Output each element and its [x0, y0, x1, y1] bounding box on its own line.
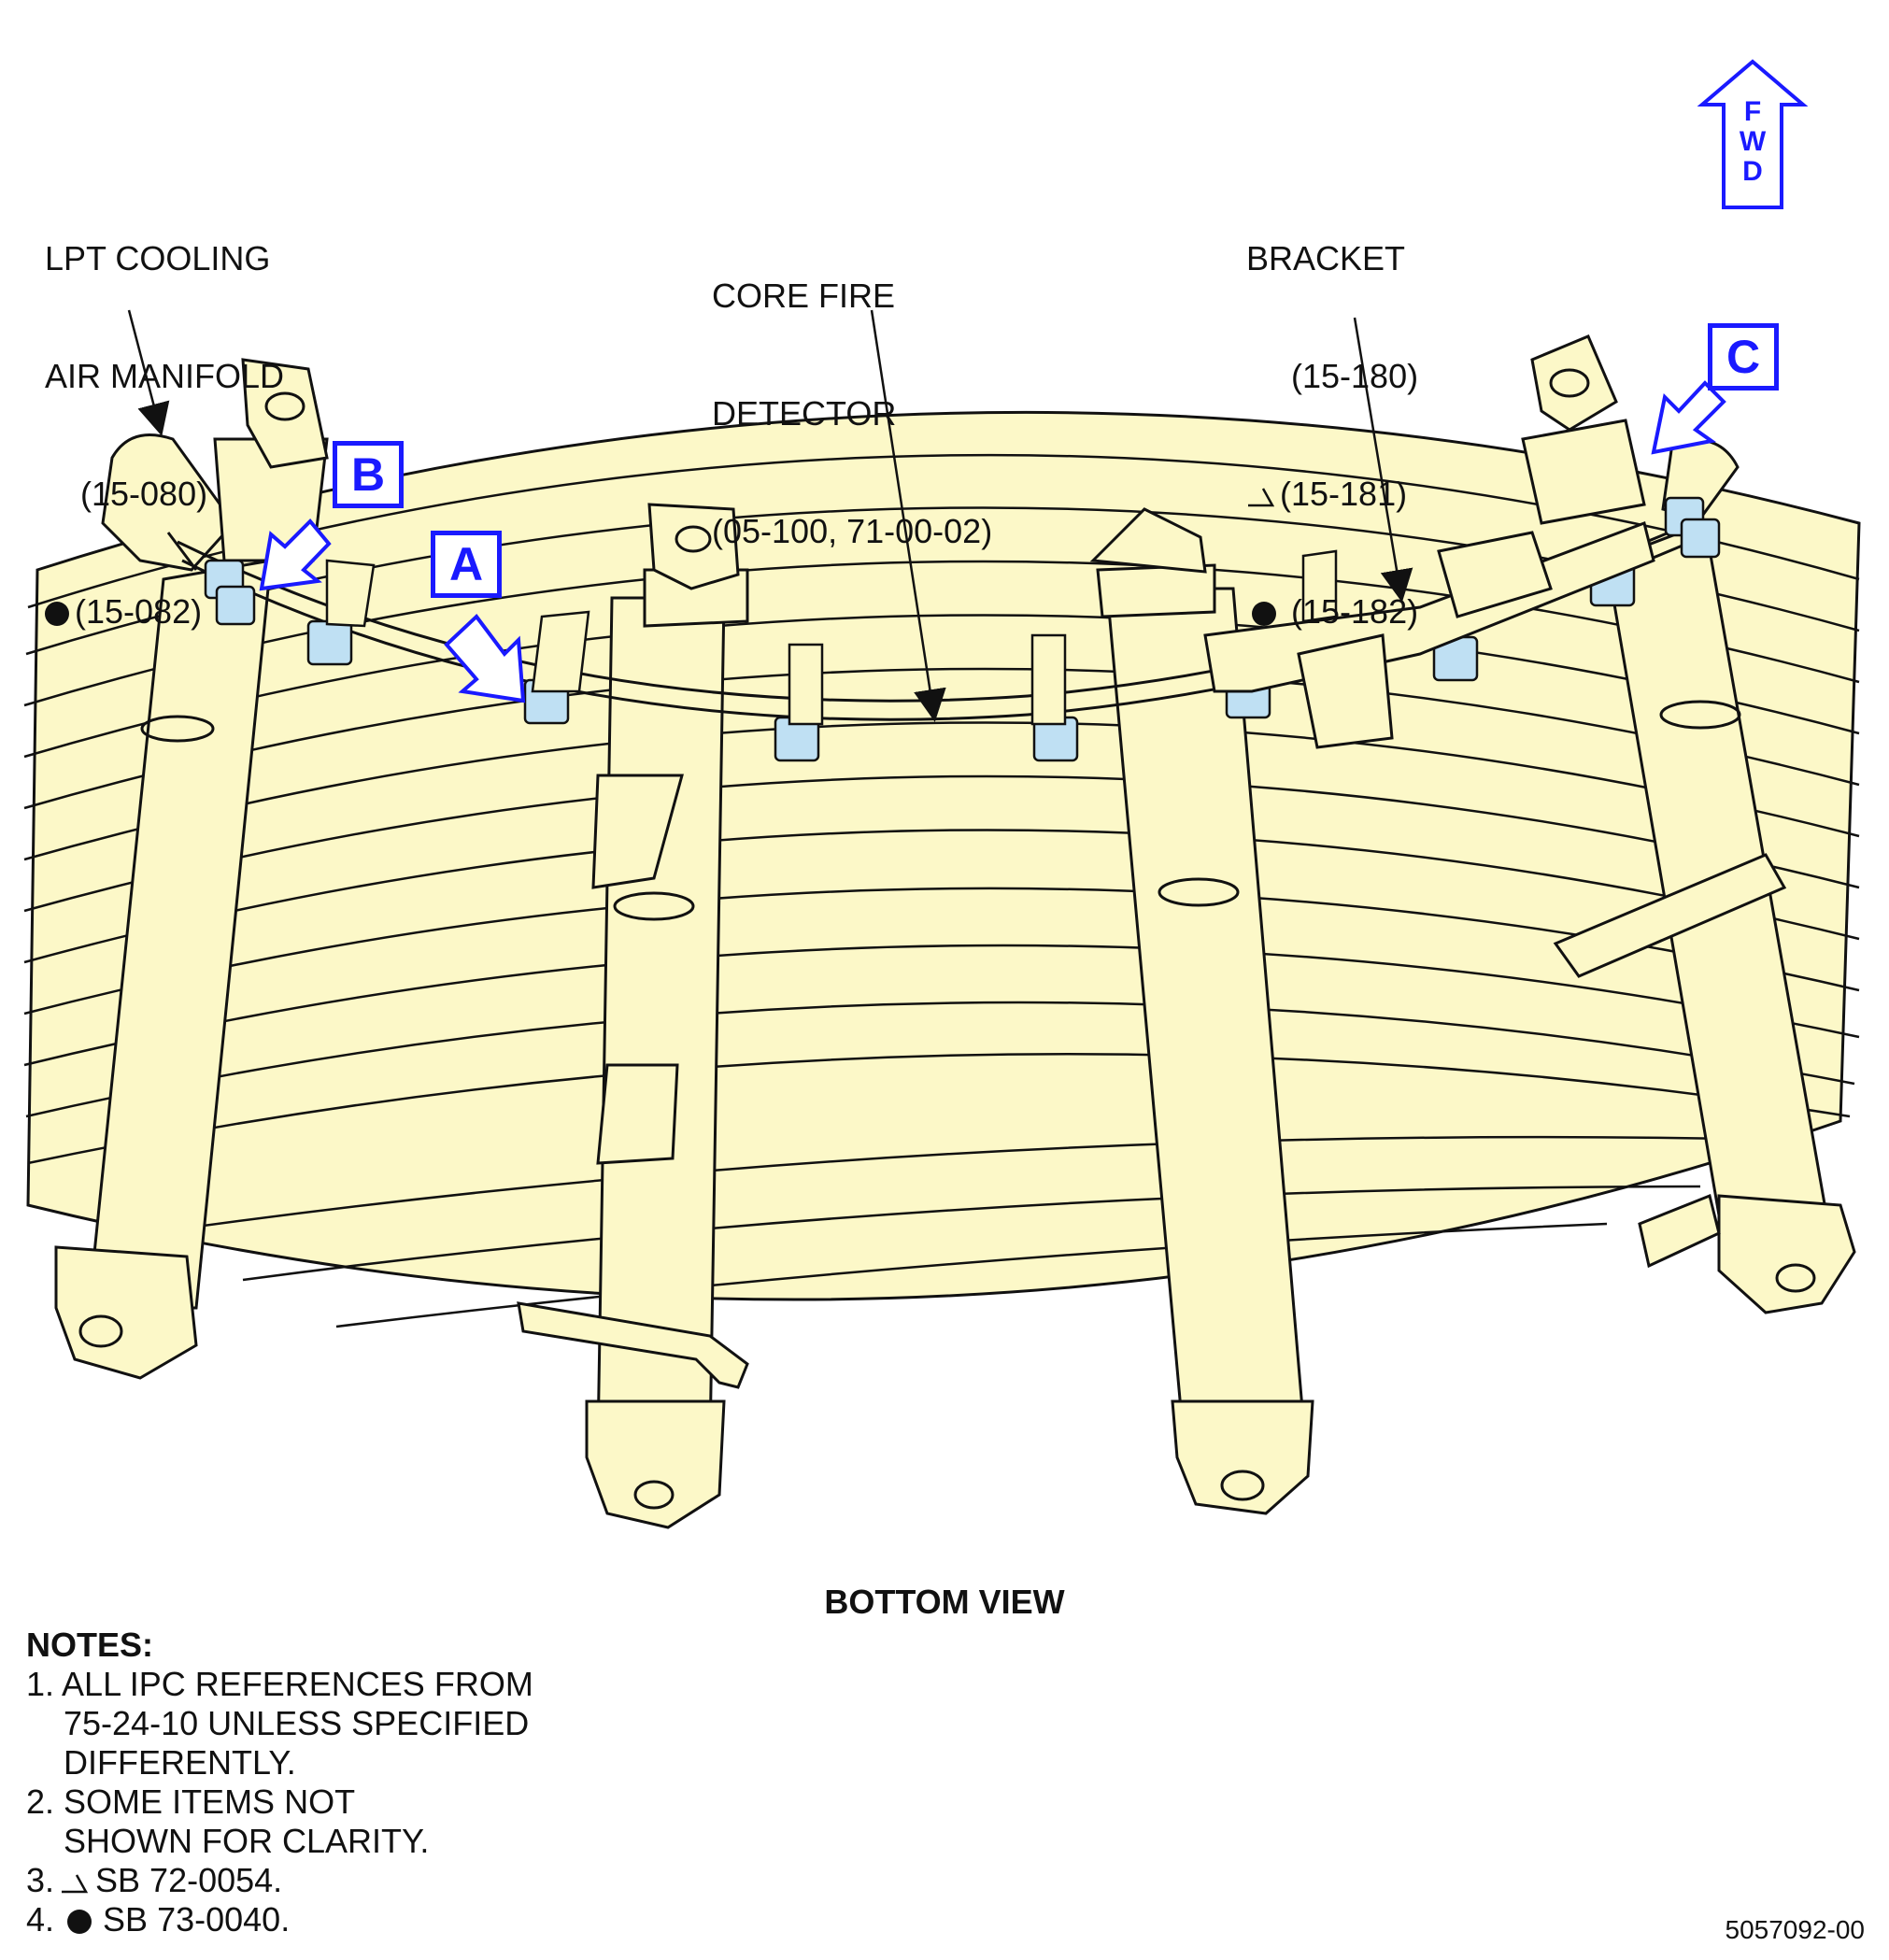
fwd-letter-f: F: [1743, 96, 1762, 127]
ref-number: (15-181): [1280, 475, 1408, 513]
note-text: SHOWN FOR CLARITY.: [64, 1822, 430, 1860]
label-line: DETECTOR: [712, 394, 897, 433]
note-number: 2.: [26, 1782, 55, 1821]
label-lpt-manifold: LPT COOLING AIR MANIFOLD (15-080) (15-08…: [45, 161, 284, 671]
note-text: SB 73-0040.: [103, 1900, 291, 1939]
note-text: SOME ITEMS NOT: [64, 1782, 356, 1821]
dot-symbol-icon: [45, 602, 69, 626]
label-line: (15-181): [1246, 475, 1418, 514]
note-number: 1.: [26, 1665, 55, 1703]
view-arrow-b-icon: [259, 518, 332, 591]
label-core-fire-detector: CORE FIRE DETECTOR (05-100, 71-00-02): [712, 198, 992, 590]
ref-number: (15-080): [80, 475, 208, 513]
label-line: CORE FIRE: [712, 277, 896, 315]
label-bracket: BRACKET (15-180) (15-181) (15-182): [1246, 161, 1418, 671]
ref-number: (15-182): [1291, 592, 1419, 631]
note-item: 3. SB 72-0054.: [26, 1861, 533, 1900]
notes-heading: NOTES:: [26, 1626, 154, 1664]
fwd-letter-w: W: [1739, 126, 1767, 157]
callout-c: C: [1708, 323, 1779, 391]
lower-brackets: [517, 774, 1787, 1389]
notes-block: NOTES: 1. ALL IPC REFERENCES FROM 75-24-…: [26, 1626, 533, 1939]
label-line: (15-182): [1246, 592, 1418, 632]
label-line: LPT COOLING: [45, 239, 271, 277]
dot-symbol-icon: [1252, 602, 1276, 626]
ref-number: (15-082): [75, 592, 203, 631]
detector-brackets: [325, 549, 1338, 726]
label-line: (15-082): [45, 592, 284, 632]
triangle-symbol-icon: [62, 1874, 89, 1894]
triangle-symbol-icon: [1248, 488, 1274, 507]
note-text: SB 72-0054.: [95, 1861, 283, 1899]
label-line: (15-080): [45, 475, 284, 514]
case-ribs: [23, 453, 1860, 1328]
note-item-cont: DIFFERENTLY.: [26, 1743, 533, 1782]
label-line: (15-180): [1246, 357, 1418, 396]
note-text: 75-24-10 UNLESS SPECIFIED: [64, 1704, 530, 1742]
mount-bosses: [101, 334, 1740, 628]
callout-b: B: [333, 441, 404, 508]
view-arrows: [259, 380, 1726, 703]
label-line: (05-100, 71-00-02): [712, 512, 993, 550]
fwd-arrow-icon: [1697, 59, 1809, 209]
ref-number: (15-180): [1291, 357, 1419, 395]
note-item: 4. SB 73-0040.: [26, 1900, 533, 1939]
fwd-letter-d: D: [1742, 156, 1763, 187]
right-bracket-assembly: [1203, 521, 1655, 749]
view-title: BOTTOM VIEW: [824, 1583, 1065, 1621]
view-arrow-a-icon: [444, 614, 526, 703]
note-item: 1. ALL IPC REFERENCES FROM: [26, 1665, 533, 1704]
view-arrow-c-icon: [1651, 380, 1726, 455]
note-item-cont: SHOWN FOR CLARITY.: [26, 1822, 533, 1861]
note-item-cont: 75-24-10 UNLESS SPECIFIED: [26, 1704, 533, 1743]
document-id: 5057092-00: [1725, 1915, 1865, 1944]
fwd-label: F W D: [1738, 97, 1768, 187]
note-item: 2. SOME ITEMS NOT: [26, 1782, 533, 1822]
callout-a: A: [431, 531, 502, 598]
dot-symbol-icon: [67, 1910, 92, 1934]
label-line: BRACKET: [1246, 239, 1406, 277]
note-number: 4.: [26, 1900, 55, 1939]
leader-lines: [127, 309, 1413, 722]
label-line: AIR MANIFOLD: [45, 357, 285, 395]
note-text: DIFFERENTLY.: [64, 1743, 296, 1782]
note-number: 3.: [26, 1861, 55, 1899]
note-text: ALL IPC REFERENCES FROM: [62, 1665, 533, 1703]
